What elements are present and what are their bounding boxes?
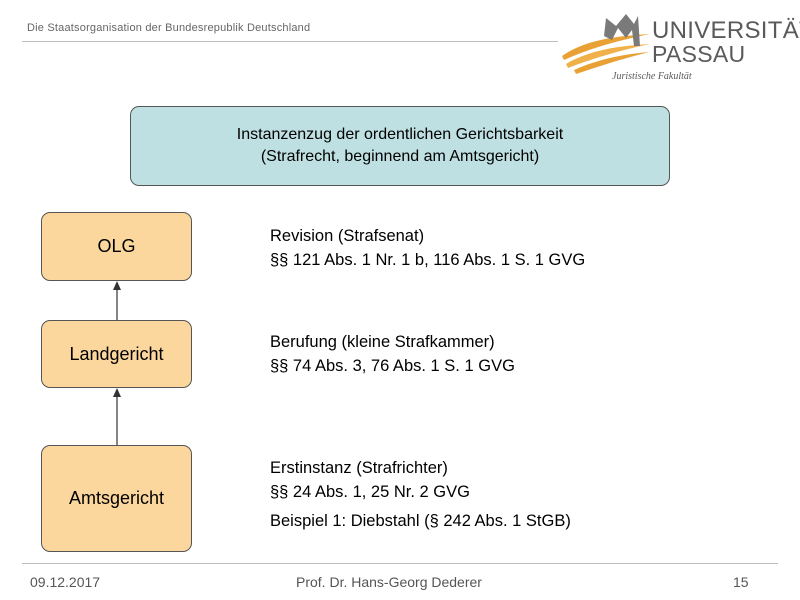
logo-faculty-text: Juristische Fakultät bbox=[612, 71, 692, 82]
description-example: Beispiel 1: Diebstahl (§ 242 Abs. 1 StGB… bbox=[270, 512, 571, 530]
description-erstinstanz: Erstinstanz (Strafrichter) §§ 24 Abs. 1,… bbox=[270, 456, 571, 533]
description-erstinstanz-law: §§ 24 Abs. 1, 25 Nr. 2 GVG bbox=[270, 483, 470, 501]
court-box-amtsgericht: Amtsgericht bbox=[41, 445, 192, 552]
description-berufung-law: §§ 74 Abs. 3, 76 Abs. 1 S. 1 GVG bbox=[270, 357, 515, 375]
description-erstinstanz-title: Erstinstanz (Strafrichter) bbox=[270, 459, 448, 477]
arrowhead-lg-icon bbox=[113, 388, 121, 397]
footer-divider bbox=[22, 563, 778, 564]
arrowhead-olg-icon bbox=[113, 281, 121, 290]
description-revision-title: Revision (Strafsenat) bbox=[270, 227, 425, 245]
footer-page-number: 15 bbox=[733, 574, 749, 590]
court-label-landgericht: Landgericht bbox=[69, 343, 164, 364]
court-box-landgericht: Landgericht bbox=[41, 320, 192, 388]
logo-emblem-icon bbox=[562, 14, 650, 74]
title-line-2: (Strafrecht, beginnend am Amtsgericht) bbox=[260, 148, 540, 165]
court-label-olg: OLG bbox=[97, 236, 136, 256]
logo-city-text: PASSAU bbox=[652, 41, 746, 67]
court-box-olg: OLG bbox=[41, 212, 192, 281]
description-revision-law: §§ 121 Abs. 1 Nr. 1 b, 116 Abs. 1 S. 1 G… bbox=[270, 251, 586, 269]
footer-date: 09.12.2017 bbox=[30, 574, 101, 590]
description-berufung-title: Berufung (kleine Strafkammer) bbox=[270, 333, 495, 351]
title-line-1: Instanzenzug der ordentlichen Gerichtsba… bbox=[236, 126, 564, 143]
logo-university-text: UNIVERSITÄT bbox=[652, 17, 800, 44]
slide-title-box: Instanzenzug der ordentlichen Gerichtsba… bbox=[130, 106, 670, 186]
description-revision: Revision (Strafsenat) §§ 121 Abs. 1 Nr. … bbox=[270, 224, 585, 272]
university-logo: UNIVERSITÄT PASSAU Juristische Fakultät bbox=[560, 6, 800, 90]
description-berufung: Berufung (kleine Strafkammer) §§ 74 Abs.… bbox=[270, 330, 515, 378]
slide-header-title: Die Staatsorganisation der Bundesrepubli… bbox=[27, 22, 311, 34]
footer-author: Prof. Dr. Hans-Georg Dederer bbox=[296, 574, 482, 590]
court-label-amtsgericht: Amtsgericht bbox=[68, 488, 165, 508]
header-divider bbox=[22, 41, 558, 42]
